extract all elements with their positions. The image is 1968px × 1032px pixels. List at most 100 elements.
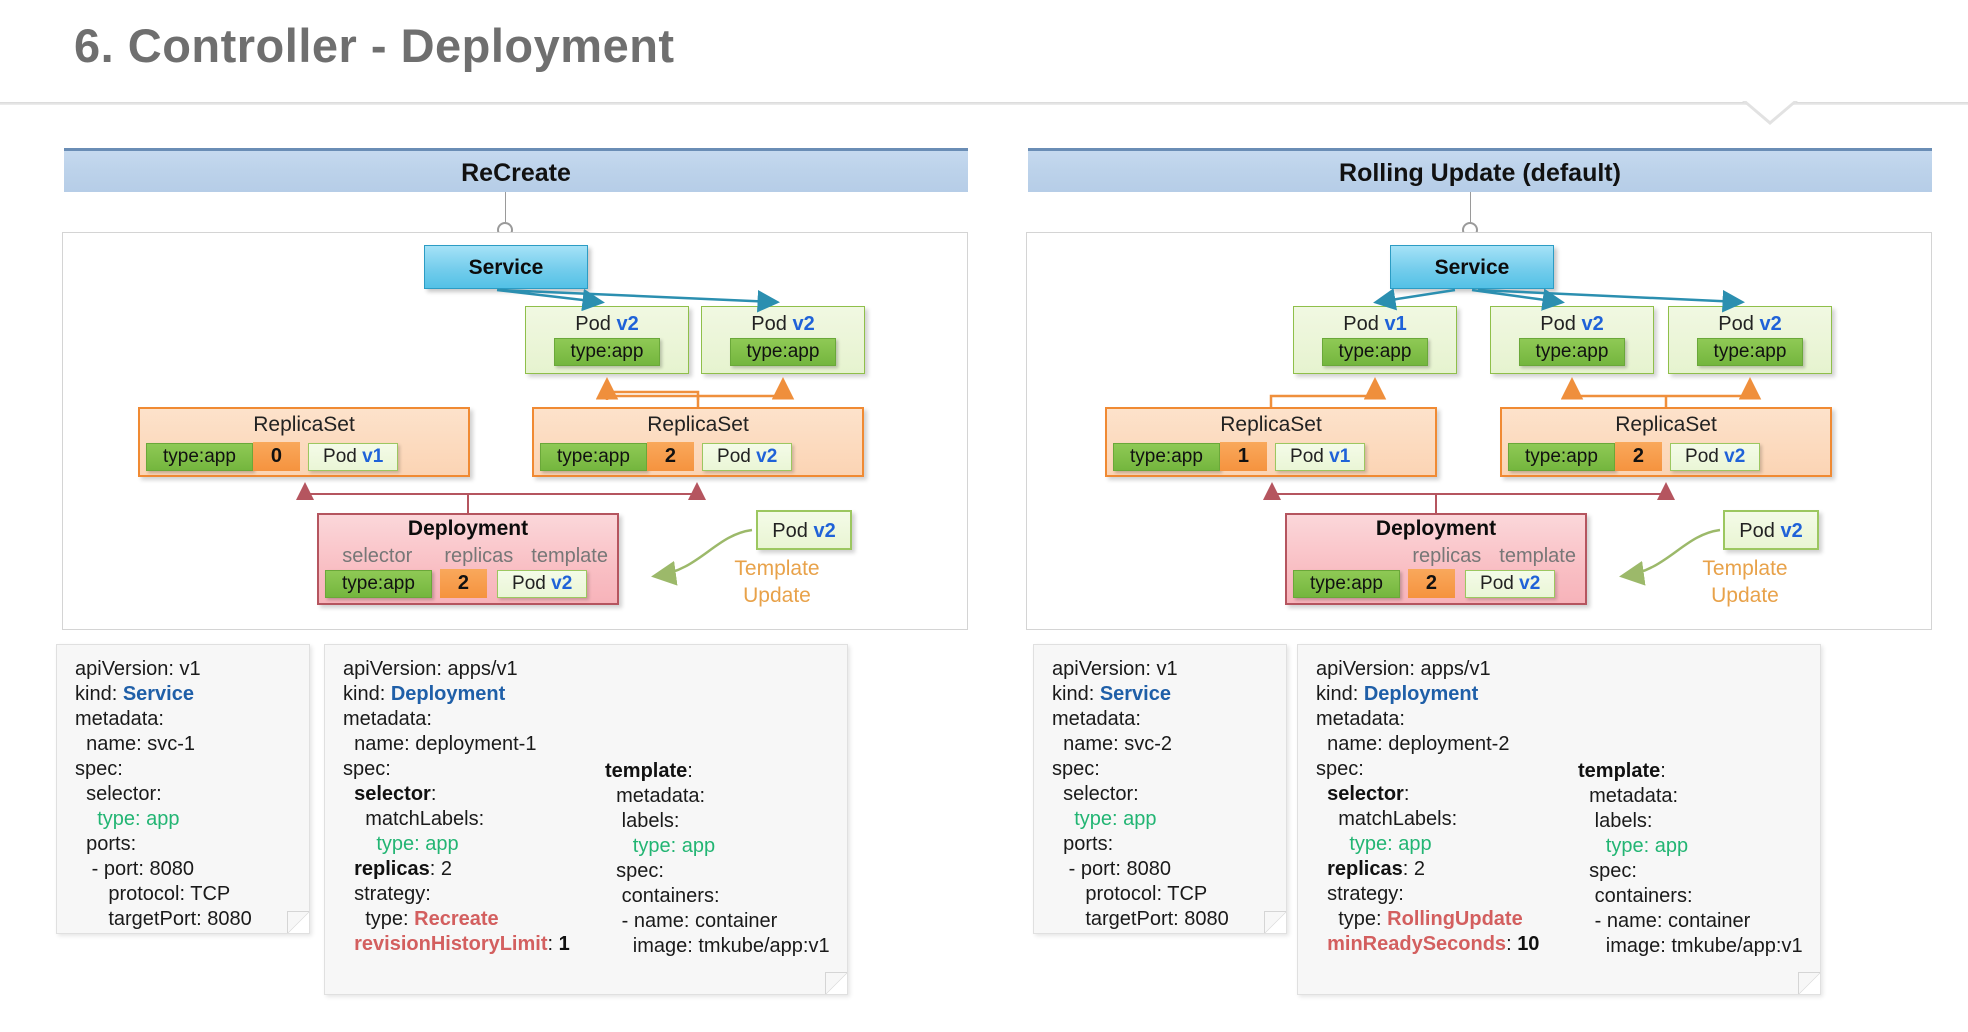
deployment-selector-badge: type:app <box>1293 569 1400 598</box>
panel-title-recreate: ReCreate <box>64 148 968 192</box>
replicaset-pod-badge: Pod v2 <box>1670 442 1761 471</box>
yaml-line: spec: <box>75 758 123 780</box>
page-title: 6. Controller - Deployment <box>74 19 675 72</box>
pod-node[interactable]: Pod v2 type:app <box>1490 306 1654 374</box>
replicaset-count-badge: 0 <box>252 442 301 471</box>
service-node-recreate[interactable]: Service <box>424 245 588 289</box>
yaml-line: - name: container <box>1578 910 1751 932</box>
yaml-line: name: svc-1 <box>75 733 196 755</box>
yaml-line: targetPort: 8080 <box>1052 908 1229 930</box>
yaml-line: metadata: <box>1052 708 1141 730</box>
replicaset-node[interactable]: ReplicaSet type:app 1 Pod v1 <box>1105 407 1437 477</box>
page-fold-icon <box>287 911 309 933</box>
deployment-node[interactable]: Deployment replicas template type:app 2 … <box>1285 513 1587 605</box>
replicaset-count-badge: 2 <box>1614 442 1663 471</box>
yaml-line: name: deployment-1 <box>343 733 537 755</box>
deployment-template-badge: Pod v2 <box>497 569 588 598</box>
replicaset-node[interactable]: ReplicaSet type:app 0 Pod v1 <box>138 407 470 477</box>
yaml-line: spec: <box>1316 758 1364 780</box>
yaml-line: type: app <box>605 835 716 857</box>
yaml-line: matchLabels: <box>1316 808 1458 830</box>
yaml-line: kind: Deployment <box>343 683 506 705</box>
yaml-line: type: app <box>1052 808 1157 830</box>
yaml-line: metadata: <box>1578 785 1679 807</box>
yaml-line: kind: Service <box>75 683 194 705</box>
yaml-line: spec: <box>605 860 664 882</box>
deployment-selector-badge: type:app <box>325 569 432 598</box>
yaml-line: metadata: <box>605 785 706 807</box>
replicaset-pod-badge: Pod v1 <box>308 442 399 471</box>
yaml-line: labels: <box>605 810 680 832</box>
yaml-line: spec: <box>343 758 391 780</box>
yaml-line: replicas: 2 <box>343 858 452 880</box>
replicaset-title: ReplicaSet <box>647 413 749 436</box>
pod-node[interactable]: Pod v2 type:app <box>525 306 689 374</box>
template-update-pod[interactable]: Pod v2 <box>756 510 852 550</box>
replicaset-node[interactable]: ReplicaSet type:app 2 Pod v2 <box>1500 407 1832 477</box>
page-header: 6. Controller - Deployment <box>0 0 1968 104</box>
yaml-line: selector: <box>75 783 162 805</box>
replicaset-selector-badge: type:app <box>1508 442 1615 471</box>
deployment-title: Deployment <box>407 517 529 540</box>
replicaset-pod-badge: Pod v2 <box>702 442 793 471</box>
deployment-field-values: type:app 2 Pod v2 <box>325 569 611 598</box>
yaml-line: metadata: <box>75 708 164 730</box>
pod-label: Pod v2 <box>751 313 815 335</box>
pod-selector-badge: type:app <box>1518 338 1626 366</box>
replicaset-selector-badge: type:app <box>1113 442 1220 471</box>
deployment-label-selector <box>1287 545 1403 568</box>
yaml-line: ports: <box>1052 833 1114 855</box>
yaml-line: type: app <box>1578 835 1689 857</box>
yaml-line: minReadySeconds: 10 <box>1316 933 1540 955</box>
yaml-line: revisionHistoryLimit: 1 <box>343 933 570 955</box>
page-fold-icon <box>1798 972 1820 994</box>
yaml-line: image: tmkube/app:v1 <box>605 935 830 957</box>
template-update-pod[interactable]: Pod v2 <box>1723 510 1819 550</box>
service-node-rolling[interactable]: Service <box>1390 245 1554 289</box>
yaml-deployment-template-text: template: metadata: labels: type: app sp… <box>605 759 830 959</box>
yaml-line: selector: <box>343 783 437 805</box>
yaml-line: kind: Service <box>1052 683 1171 705</box>
deployment-replicas-badge: 2 <box>439 569 488 598</box>
yaml-line: containers: <box>1578 885 1693 907</box>
page-fold-icon <box>1264 911 1286 933</box>
replicaset-row: type:app 1 Pod v1 <box>1113 442 1429 471</box>
panel-title-rolling-update: Rolling Update (default) <box>1028 148 1932 192</box>
pod-node[interactable]: Pod v1 type:app <box>1293 306 1457 374</box>
replicaset-node[interactable]: ReplicaSet type:app 2 Pod v2 <box>532 407 864 477</box>
page-fold-icon <box>825 972 847 994</box>
pod-node[interactable]: Pod v2 type:app <box>701 306 865 374</box>
yaml-line: type: Recreate <box>343 908 499 930</box>
deployment-node[interactable]: Deployment selector replicas template ty… <box>317 513 619 605</box>
yaml-line: kind: Deployment <box>1316 683 1479 705</box>
deployment-label-selector: selector <box>342 545 413 567</box>
replicaset-pod-badge: Pod v1 <box>1275 442 1366 471</box>
yaml-line: type: RollingUpdate <box>1316 908 1523 930</box>
deployment-field-labels: selector replicas template <box>319 545 617 568</box>
pod-selector-badge: type:app <box>1696 338 1804 366</box>
pod-node[interactable]: Pod v2 type:app <box>1668 306 1832 374</box>
yaml-line: spec: <box>1052 758 1100 780</box>
yaml-line: type: app <box>1316 833 1432 855</box>
deployment-field-values: type:app 2 Pod v2 <box>1293 569 1579 598</box>
deployment-template-badge: Pod v2 <box>1465 569 1556 598</box>
replicaset-row: type:app 2 Pod v2 <box>540 442 856 471</box>
panel-stem <box>1470 192 1471 228</box>
yaml-line: strategy: <box>343 883 431 905</box>
yaml-line: protocol: TCP <box>1052 883 1208 905</box>
replicaset-row: type:app 0 Pod v1 <box>146 442 462 471</box>
header-notch-inner-icon <box>1744 99 1796 121</box>
yaml-line: spec: <box>1578 860 1637 882</box>
yaml-line: ports: <box>75 833 137 855</box>
yaml-line: - port: 8080 <box>1052 858 1171 880</box>
deployment-label-template: template <box>531 545 608 567</box>
panel-stem <box>505 192 506 228</box>
deployment-field-labels: replicas template <box>1287 545 1585 568</box>
replicaset-selector-badge: type:app <box>540 442 647 471</box>
